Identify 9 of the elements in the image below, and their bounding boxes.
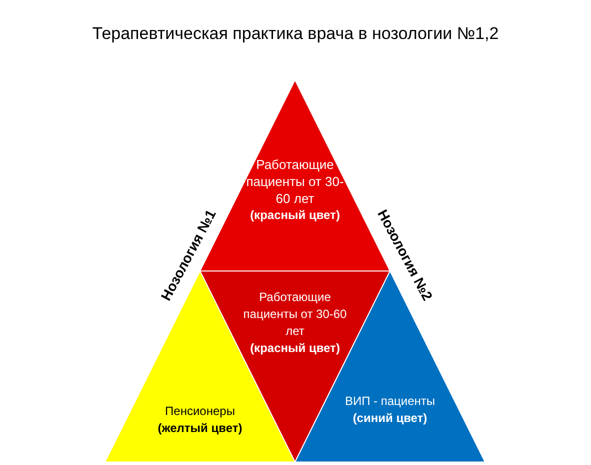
segment-label: Пенсионеры [164, 403, 236, 420]
colour-note: (желтый цвет) [156, 420, 244, 437]
colour-note: (красный цвет) [249, 340, 341, 357]
segment-label: Работающие пациенты от 30-60 лет [242, 289, 348, 340]
segment-label: ВИП - пациенты [344, 393, 436, 410]
segment-label: Работающие пациенты от 30-60 лет [245, 156, 345, 207]
colour-note: (синий цвет) [352, 410, 428, 427]
colour-note: (красный цвет) [249, 207, 341, 224]
diagram-title: Терапевтическая практика врача в нозологии №1,2 [91, 24, 500, 44]
